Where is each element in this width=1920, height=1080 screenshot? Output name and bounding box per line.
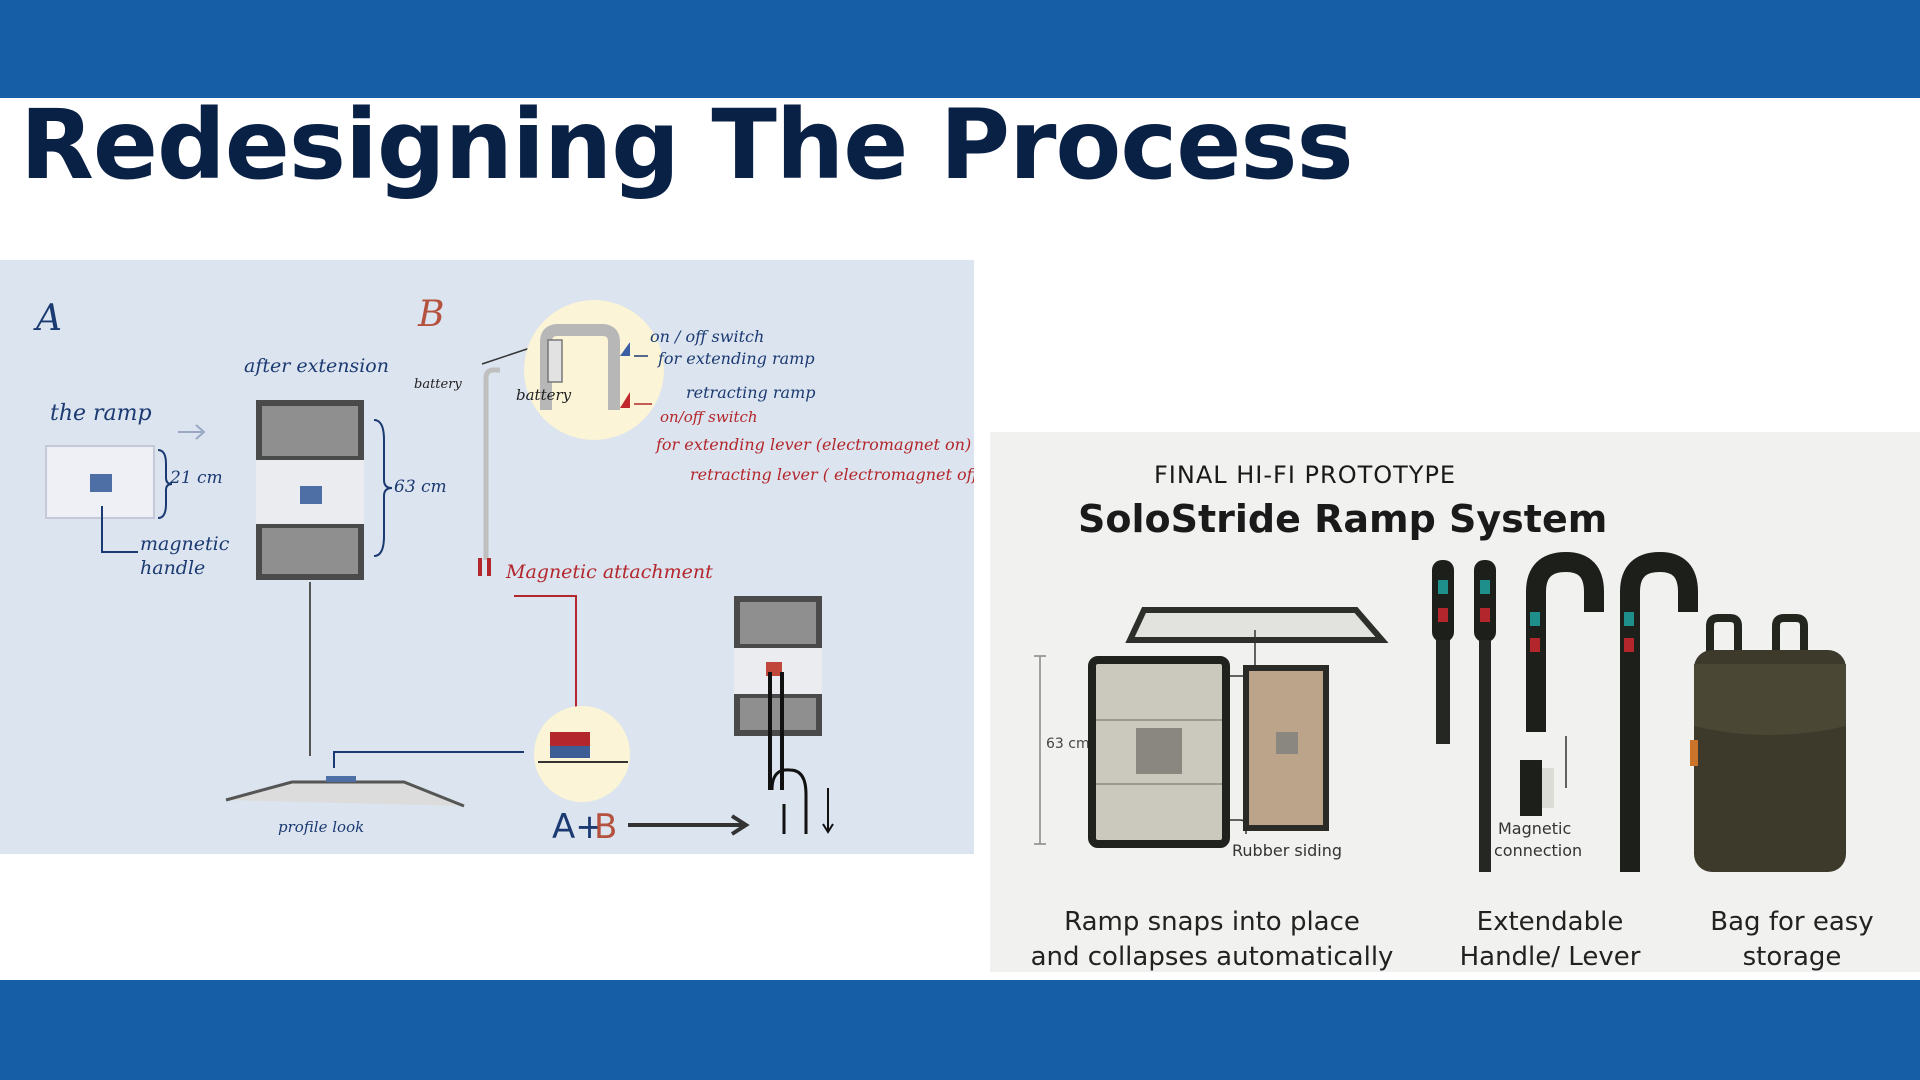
proto-kicker: FINAL HI-FI PROTOTYPE [1154, 461, 1456, 489]
caption-handle-line1: Extendable [1477, 907, 1624, 937]
sketch-red-line2: for extending lever (electromagnet on) [655, 435, 971, 454]
proto-heading: SoloStride Ramp System [1078, 497, 1607, 541]
arrow-right-icon [178, 424, 206, 440]
sketch-handle: handle [140, 557, 205, 579]
profile-ramp-shape [225, 780, 465, 808]
prototype-visual: FINAL HI-FI PROTOTYPE SoloStride Ramp Sy… [1031, 461, 1874, 972]
zoom-battery [547, 339, 563, 383]
switch-up-icon [620, 342, 630, 356]
ramp-profile [1125, 607, 1389, 643]
proto-rubber-siding: Rubber siding [1232, 841, 1342, 860]
prototype-panel: FINAL HI-FI PROTOTYPE SoloStride Ramp Sy… [990, 432, 1920, 972]
profile-magnet [326, 776, 356, 782]
concept-sketch: A the ramp 21 cm magnetic handle after e… [33, 294, 974, 847]
ramp-extended-bottom-hatch [262, 528, 358, 574]
ramp-extended-top-hatch [262, 406, 358, 456]
sketch-switch-line3: retracting ramp [686, 383, 815, 402]
sketch-red-line3: retracting lever ( electromagnet off ) [690, 465, 974, 484]
sketch-red-line1: on/off switch [660, 408, 758, 426]
profile-leader [333, 751, 524, 768]
arrow-down-icon [822, 788, 834, 834]
magnet-mark-left [478, 558, 482, 576]
detail-blue-magnet [550, 746, 590, 758]
arrow-right-large-icon [628, 814, 750, 836]
bottom-band [0, 980, 1920, 1080]
top-band [0, 0, 1920, 98]
sketch-magnetic-attachment: Magnetic attachment [505, 561, 713, 583]
caption-bag-line2: storage [1743, 942, 1842, 972]
caption-ramp-line2: and collapses automatically [1031, 942, 1394, 972]
handle-retracted-1 [1432, 560, 1454, 744]
sketch-switch-line1: on / off switch [650, 327, 764, 346]
sketch-battery-small: battery [414, 377, 462, 392]
sketch-b-part: B [594, 807, 617, 847]
magnet-mark-right [487, 558, 491, 576]
sketch-magnetic: magnetic [140, 533, 230, 555]
sketch-label-b: B [417, 294, 444, 335]
handle-curved-extended [1620, 551, 1698, 872]
slide-title: Redesigning The Process [20, 89, 1354, 201]
caption-ramp-line1: Ramp snaps into place [1064, 907, 1360, 937]
brace-21cm [157, 449, 173, 519]
sketch-profile-look: profile look [278, 818, 364, 836]
proto-magnetic-2: connection [1494, 841, 1582, 860]
sketch-dim-63: 63 cm [394, 477, 447, 497]
zoom-handle [540, 324, 620, 410]
sketch-the-ramp: the ramp [50, 401, 152, 426]
detail-red-magnet [550, 732, 590, 746]
sketch-after-extension: after extension [244, 355, 389, 377]
sketch-switch-line2: for extending ramp [657, 349, 815, 368]
handle-extended-1 [1474, 560, 1496, 872]
magnetic-handle-square [90, 474, 112, 492]
caption-bag-line1: Bag for easy [1710, 907, 1873, 937]
storage-bag-icon [1690, 614, 1846, 872]
proto-dim-63: 63 cm [1046, 736, 1090, 752]
magnetic-connector-plate [1542, 768, 1554, 808]
zoom-leader [481, 347, 531, 365]
hand-icon [770, 768, 808, 834]
extended-handle-square [300, 486, 322, 504]
sketch-a-plus: A+ [552, 807, 604, 847]
switch-down-icon [620, 392, 630, 408]
ramp-magnet-pad [1136, 728, 1182, 774]
concept-sketch-panel: A the ramp 21 cm magnetic handle after e… [0, 260, 974, 854]
brace-63cm [373, 419, 393, 557]
handle-curved-retracted [1526, 551, 1604, 732]
sketch-dim-21: 21 cm [169, 468, 223, 488]
proto-magnetic-1: Magnetic [1498, 819, 1571, 838]
magnetic-connector-block [1520, 760, 1542, 816]
attachment-leader [514, 595, 577, 746]
final-ramp-bottom-hatch [740, 698, 816, 730]
handle-leader [101, 506, 138, 553]
folded-magnet-pad [1276, 732, 1298, 754]
caption-handle-line2: Handle/ Lever [1460, 942, 1641, 972]
final-ramp-top-hatch [740, 602, 816, 644]
sketch-label-a: A [33, 298, 62, 339]
sketch-battery-circle: battery [516, 386, 572, 404]
lever-pole [483, 367, 500, 560]
